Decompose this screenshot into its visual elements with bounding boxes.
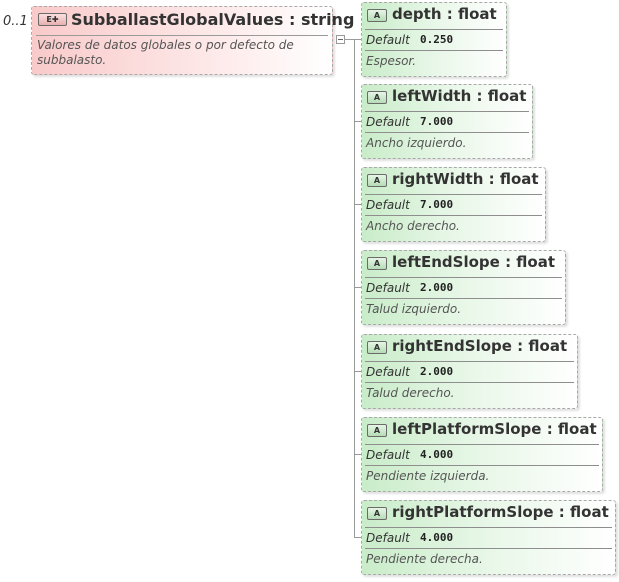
attribute-divider — [365, 361, 574, 362]
element-divider — [36, 35, 328, 36]
type-separator: : — [483, 170, 500, 188]
attribute-title: rightWidth : float — [392, 170, 539, 188]
attribute-documentation: Pendiente derecha. — [366, 552, 483, 566]
connector-branch — [354, 39, 361, 40]
attribute-divider — [365, 527, 612, 528]
attribute-title: depth : float — [392, 5, 497, 23]
attribute-icon: A — [367, 257, 387, 270]
default-value: 4.000 — [420, 448, 454, 461]
attribute-node[interactable]: A leftPlatformSlope : float Default 4.00… — [361, 417, 603, 492]
attribute-icon: A — [367, 424, 387, 437]
attribute-divider — [365, 50, 503, 51]
default-label: Default — [366, 198, 410, 212]
attribute-documentation: Espesor. — [366, 54, 417, 68]
default-value: 2.000 — [420, 281, 454, 294]
attribute-icon: A — [367, 174, 387, 187]
element-node[interactable]: E✚ SubballastGlobalValues : string Valor… — [31, 6, 354, 75]
default-value: 4.000 — [420, 531, 454, 544]
default-value: 0.250 — [420, 33, 454, 46]
attribute-divider — [365, 277, 562, 278]
attribute-name: leftEndSlope — [392, 253, 500, 271]
attribute-documentation: Talud derecho. — [366, 386, 455, 400]
element-icon: E✚ — [38, 13, 67, 26]
attribute-name: rightPlatformSlope — [392, 503, 554, 521]
element-name: SubballastGlobalValues — [71, 10, 284, 29]
attribute-title: leftEndSlope : float — [392, 253, 555, 271]
attribute-type: float — [570, 503, 609, 521]
attribute-type: float — [528, 337, 568, 355]
default-value: 7.000 — [420, 198, 454, 211]
attribute-divider — [365, 465, 599, 466]
attribute-divider — [365, 382, 574, 383]
type-separator: : — [289, 10, 301, 29]
element-documentation: Valores de datos globales o por defecto … — [37, 38, 294, 67]
connector-branch — [354, 287, 361, 288]
attribute-type: float — [487, 87, 527, 105]
type-separator: : — [541, 420, 558, 438]
attribute-documentation: Talud izquierdo. — [366, 302, 462, 316]
attribute-name: rightWidth — [392, 170, 484, 188]
attribute-type: float — [499, 170, 539, 188]
attribute-divider — [365, 132, 529, 133]
type-separator: : — [471, 87, 488, 105]
attribute-icon: A — [367, 341, 387, 354]
attribute-name: rightEndSlope — [392, 337, 512, 355]
attribute-type: float — [557, 420, 597, 438]
attribute-node[interactable]: A leftEndSlope : float Default 2.000 Tal… — [361, 250, 566, 325]
attribute-documentation: Ancho derecho. — [366, 219, 460, 233]
connector-branch — [354, 454, 361, 455]
attribute-name: leftPlatformSlope — [392, 420, 542, 438]
default-label: Default — [366, 448, 410, 462]
collapse-icon[interactable] — [336, 35, 345, 44]
type-separator: : — [553, 503, 571, 521]
attribute-node[interactable]: A leftWidth : float Default 7.000 Ancho … — [361, 84, 533, 159]
element-type: string — [301, 10, 355, 29]
attribute-divider — [365, 111, 529, 112]
attribute-node[interactable]: A rightEndSlope : float Default 2.000 Ta… — [361, 334, 578, 409]
attribute-type: float — [516, 253, 556, 271]
connector-branch — [354, 371, 361, 372]
default-label: Default — [366, 365, 410, 379]
default-label: Default — [366, 33, 410, 47]
attribute-icon: A — [367, 507, 387, 520]
element-title: SubballastGlobalValues : string — [71, 10, 354, 29]
attribute-name: leftWidth — [392, 87, 472, 105]
attribute-title: rightEndSlope : float — [392, 337, 567, 355]
attribute-documentation: Pendiente izquierda. — [366, 469, 490, 483]
attribute-type: float — [457, 5, 497, 23]
tree-trunk-line — [354, 39, 355, 538]
attribute-divider — [365, 444, 599, 445]
attribute-title: leftPlatformSlope : float — [392, 420, 597, 438]
connector-branch — [354, 537, 361, 538]
default-label: Default — [366, 115, 410, 129]
attribute-divider — [365, 29, 503, 30]
connector-branch — [354, 204, 361, 205]
attribute-icon: A — [367, 9, 387, 22]
attribute-title: leftWidth : float — [392, 87, 526, 105]
connector-horizontal — [345, 39, 354, 40]
attribute-divider — [365, 194, 542, 195]
cardinality-label: 0..1 — [3, 14, 28, 29]
attribute-node[interactable]: A rightWidth : float Default 7.000 Ancho… — [361, 167, 546, 242]
attribute-divider — [365, 215, 542, 216]
default-value: 2.000 — [420, 365, 454, 378]
attribute-divider — [365, 548, 612, 549]
attribute-documentation: Ancho izquierdo. — [366, 136, 467, 150]
type-separator: : — [499, 253, 517, 271]
connector-branch — [354, 121, 361, 122]
default-label: Default — [366, 531, 410, 545]
type-separator: : — [441, 5, 458, 23]
attribute-title: rightPlatformSlope : float — [392, 503, 609, 521]
attribute-divider — [365, 298, 562, 299]
default-value: 7.000 — [420, 115, 454, 128]
type-separator: : — [511, 337, 529, 355]
attribute-node[interactable]: A depth : float Default 0.250 Espesor. — [361, 2, 507, 77]
attribute-icon: A — [367, 91, 387, 104]
attribute-node[interactable]: A rightPlatformSlope : float Default 4.0… — [361, 500, 616, 575]
attribute-name: depth — [392, 5, 442, 23]
default-label: Default — [366, 281, 410, 295]
